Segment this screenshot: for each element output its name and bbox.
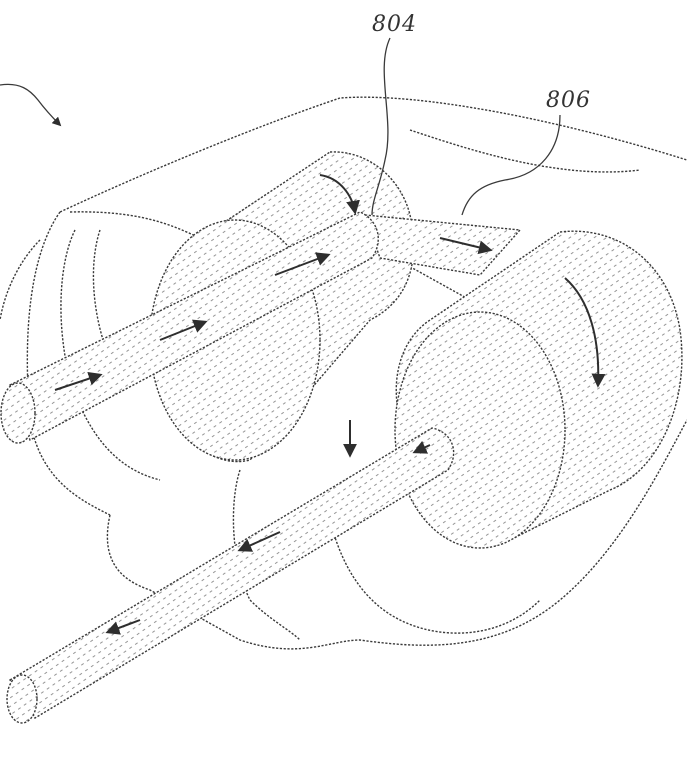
figure-pointer-line: [0, 84, 60, 125]
right-cylinder-face: [395, 312, 565, 548]
reference-numeral-804: 804: [372, 12, 417, 37]
lower-tube-end: [7, 675, 37, 723]
upper-tube-end: [1, 383, 35, 443]
reference-numeral-806: 806: [546, 88, 591, 113]
lower-tube-body: [10, 428, 454, 718]
leader-line-806: [462, 115, 560, 215]
